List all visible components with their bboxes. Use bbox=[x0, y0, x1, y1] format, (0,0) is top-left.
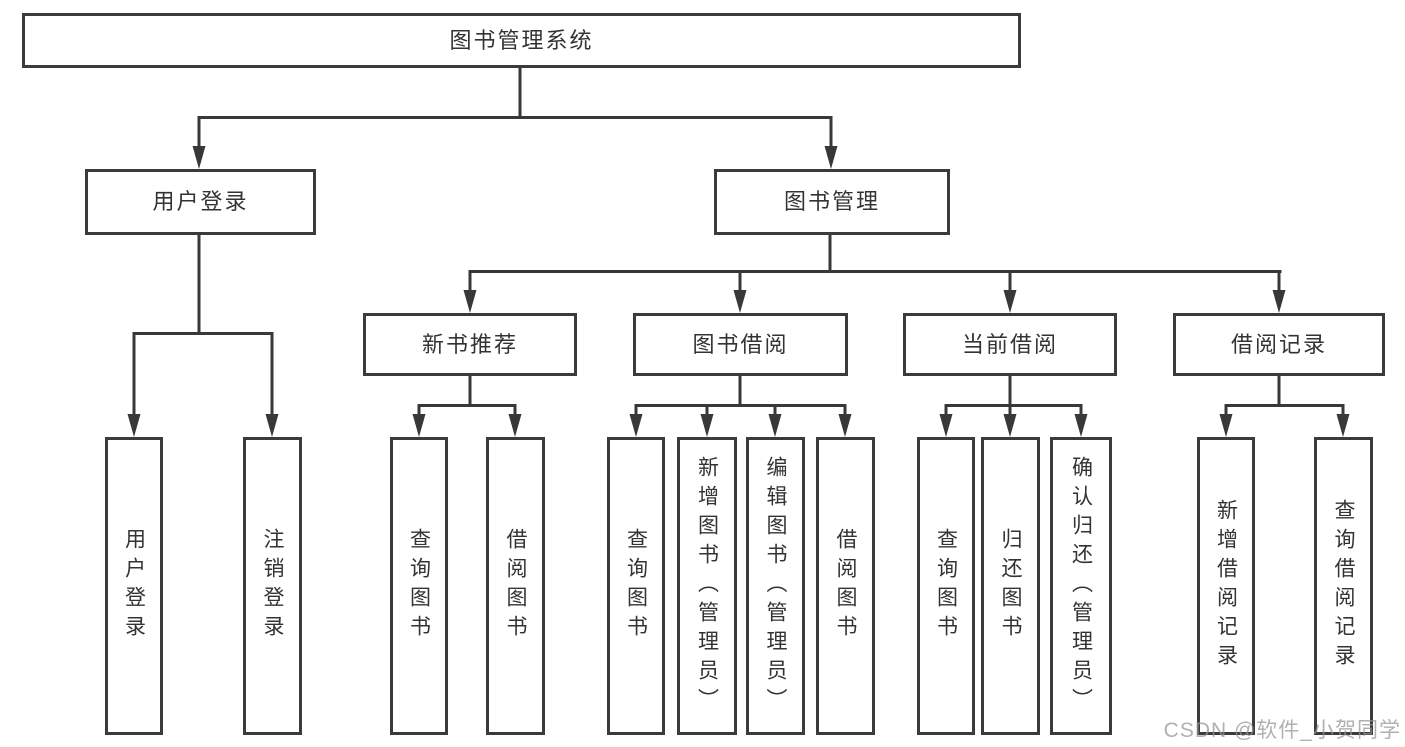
leaf-borrow-book: 借阅图书 bbox=[816, 437, 875, 735]
node-root: 图书管理系统 bbox=[22, 13, 1021, 68]
node-book-mgmt: 图书管理 bbox=[714, 169, 950, 235]
node-user-login-label: 用户登录 bbox=[152, 189, 249, 214]
leaf-current-query-label: 查询图书 bbox=[934, 528, 958, 644]
leaf-record-query: 查询借阅记录 bbox=[1314, 437, 1373, 735]
node-book-borrow: 图书借阅 bbox=[633, 313, 848, 376]
leaf-current-query: 查询图书 bbox=[917, 437, 975, 735]
node-borrow-record-label: 借阅记录 bbox=[1230, 331, 1327, 357]
leaf-newbook-query-label: 查询图书 bbox=[407, 528, 431, 644]
connector-book-mgmt-to-level3 bbox=[463, 235, 1286, 313]
node-user-login: 用户登录 bbox=[85, 169, 316, 235]
connector-user-login-to-leaves bbox=[127, 235, 279, 437]
connector-new-book-to-leaves bbox=[412, 376, 522, 437]
leaf-newbook-query: 查询图书 bbox=[390, 437, 448, 735]
leaf-borrow-query-label: 查询图书 bbox=[624, 528, 648, 644]
leaf-newbook-borrow-label: 借阅图书 bbox=[504, 528, 527, 644]
connector-borrow-to-leaves bbox=[629, 376, 852, 437]
leaf-borrow-book-label: 借阅图书 bbox=[834, 528, 857, 644]
leaf-record-query-label: 查询借阅记录 bbox=[1332, 499, 1355, 673]
node-root-label: 图书管理系统 bbox=[449, 27, 594, 53]
node-new-book-rec-label: 新书推荐 bbox=[421, 331, 518, 357]
leaf-record-add-label: 新增借阅记录 bbox=[1214, 499, 1238, 673]
node-current-borrow: 当前借阅 bbox=[903, 313, 1117, 376]
node-current-borrow-label: 当前借阅 bbox=[961, 331, 1058, 357]
leaf-current-confirm-admin: 确认归还（管理员） bbox=[1050, 437, 1112, 735]
leaf-logout: 注销登录 bbox=[243, 437, 302, 735]
node-new-book-rec: 新书推荐 bbox=[363, 313, 577, 376]
node-book-mgmt-label: 图书管理 bbox=[783, 189, 880, 214]
leaf-logout-label: 注销登录 bbox=[261, 528, 284, 644]
leaf-newbook-borrow: 借阅图书 bbox=[486, 437, 545, 735]
node-borrow-record: 借阅记录 bbox=[1173, 313, 1385, 376]
csdn-watermark: CSDN @软件_小贺同学 bbox=[1163, 719, 1401, 742]
leaf-user-login-label: 用户登录 bbox=[122, 528, 146, 644]
leaf-current-return-label: 归还图书 bbox=[999, 528, 1022, 644]
leaf-borrow-query: 查询图书 bbox=[607, 437, 665, 735]
connector-root-to-level2 bbox=[192, 68, 838, 169]
connector-record-to-leaves bbox=[1219, 376, 1350, 437]
leaf-borrow-add-admin: 新增图书（管理员） bbox=[677, 437, 737, 735]
leaf-user-login: 用户登录 bbox=[105, 437, 163, 735]
leaf-current-return: 归还图书 bbox=[981, 437, 1040, 735]
leaf-current-confirm-admin-label: 确认归还（管理员） bbox=[1069, 455, 1093, 717]
leaf-borrow-add-admin-label: 新增图书（管理员） bbox=[695, 455, 719, 717]
connector-current-to-leaves bbox=[939, 376, 1088, 437]
leaf-borrow-edit-admin-label: 编辑图书（管理员） bbox=[764, 455, 787, 717]
leaf-record-add: 新增借阅记录 bbox=[1197, 437, 1255, 735]
leaf-borrow-edit-admin: 编辑图书（管理员） bbox=[746, 437, 805, 735]
node-book-borrow-label: 图书借阅 bbox=[692, 331, 789, 357]
